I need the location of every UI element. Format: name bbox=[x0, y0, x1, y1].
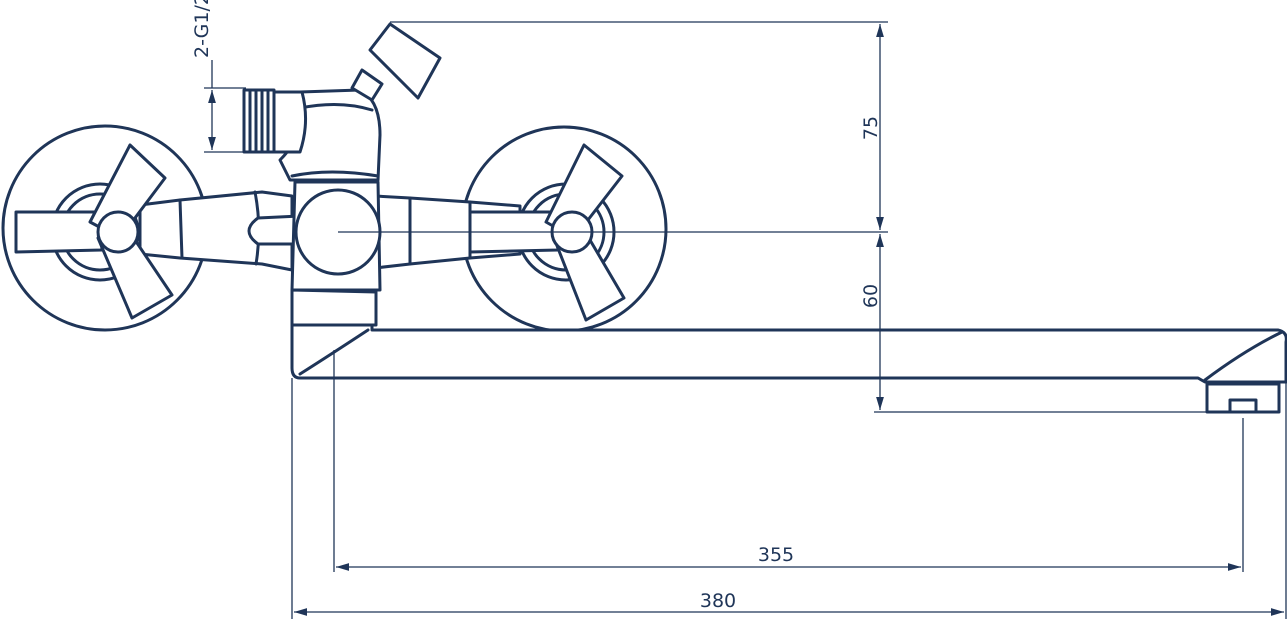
spout-reach-label: 355 bbox=[758, 544, 794, 566]
dimension-lines bbox=[204, 21, 1287, 619]
faucet-outline bbox=[1, 22, 1287, 414]
thread-label: 2-G1/2 bbox=[191, 0, 213, 58]
aerator bbox=[1205, 382, 1281, 414]
spout bbox=[290, 323, 1287, 384]
left-cross-handle bbox=[14, 143, 174, 320]
dimension-labels: 2-G1/2 75 60 355 380 bbox=[191, 0, 882, 612]
height-bottom-label: 60 bbox=[860, 284, 882, 308]
overall-length-label: 380 bbox=[700, 590, 736, 612]
height-top-label: 75 bbox=[860, 116, 882, 140]
diverter-lever bbox=[350, 68, 384, 102]
diverter-knob bbox=[368, 22, 442, 100]
